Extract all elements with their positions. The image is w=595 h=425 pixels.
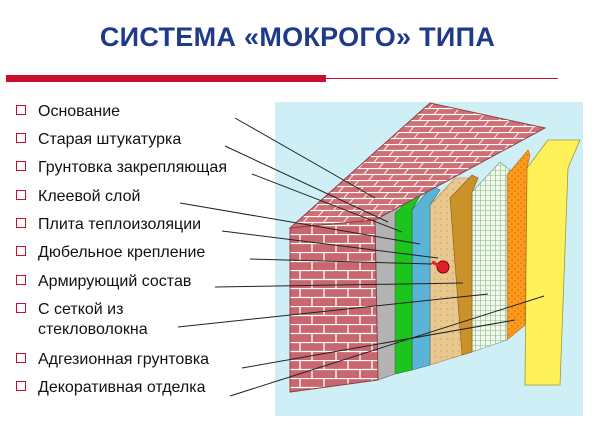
- bullet-square-icon: [16, 105, 26, 115]
- bullet-square-icon: [16, 190, 26, 200]
- bullet-square-icon: [16, 246, 26, 256]
- brick-front: [289, 219, 379, 393]
- bullet-square-icon: [16, 275, 26, 285]
- legend-item-adhesion-primer: Адгезионная грунтовка: [16, 351, 209, 369]
- legend-item-dowel: Дюбельное крепление: [16, 244, 205, 262]
- insulation-edge: [449, 174, 479, 356]
- page-title: СИСТЕМА «МОКРОГО» ТИПА: [99, 22, 496, 52]
- bullet-square-icon: [16, 218, 26, 228]
- bullet-square-icon: [16, 303, 26, 313]
- layer-mesh: [471, 161, 511, 353]
- legend-item-base: Основание: [16, 103, 120, 121]
- legend-item-glue: Клеевой слой: [16, 188, 140, 206]
- bullet-square-icon: [16, 133, 26, 143]
- bullet-square-icon: [16, 161, 26, 171]
- legend-item-insulation: Плита теплоизоляции: [16, 216, 201, 234]
- legend-item-mesh-line2: стекловолокна: [38, 321, 148, 338]
- dowel: [436, 260, 450, 274]
- legend-item-decor: Декоративная отделка: [16, 379, 206, 397]
- title-underline-thin: [326, 78, 558, 79]
- legend-item-old-plaster: Старая штукатурка: [16, 131, 181, 149]
- leader-lines: [177, 117, 545, 397]
- title-underline-thick: [6, 75, 326, 82]
- bullet-square-icon: [16, 353, 26, 363]
- bullet-square-icon: [16, 381, 26, 391]
- legend-item-reinforcing: Армирующий состав: [16, 273, 191, 291]
- legend-item-primer: Грунтовка закрепляющая: [16, 159, 227, 177]
- legend-item-mesh: С сеткой из стекловолокна: [16, 301, 148, 338]
- layer-decor: [524, 139, 581, 386]
